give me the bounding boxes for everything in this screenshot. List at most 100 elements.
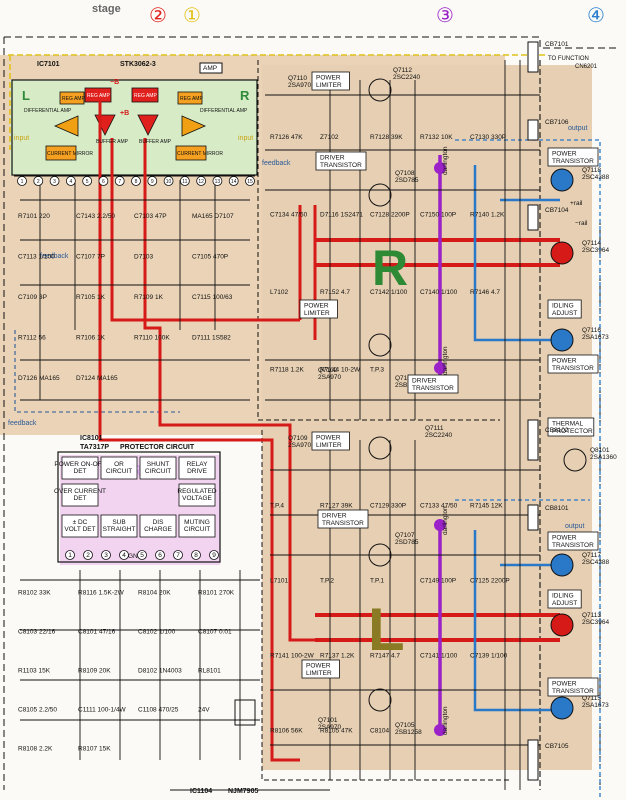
stage-badge-1: ② <box>149 3 167 27</box>
transistor-ref-q7112: Q7112 <box>393 67 412 74</box>
protector-cell <box>139 456 177 480</box>
q7111-symbol <box>368 436 392 460</box>
idling-adjust-box-line2: ADJUST <box>552 600 577 607</box>
component-label: C7133 47/50 <box>420 503 458 510</box>
q7108-darlington-dot <box>434 162 446 174</box>
driver-transistor-box-line2: TRANSISTOR <box>320 162 362 169</box>
component-label: C7105 470P <box>192 254 228 261</box>
idling-adjust-box-line1: IDLING <box>552 593 574 600</box>
component-label: D7126 MA165 <box>18 375 60 382</box>
power-transistor-box <box>547 677 599 697</box>
power-limiter-box <box>311 71 350 91</box>
ic7101-pin-13 <box>212 176 223 186</box>
protector-cell <box>61 456 99 480</box>
ic7101-pin-label: 5 <box>86 179 89 185</box>
power-limiter-box <box>311 431 350 451</box>
stage-badge-4: ④ <box>587 3 605 27</box>
right-current-mirror-box <box>175 145 207 161</box>
power-transistor-box <box>547 531 599 551</box>
component-label: R7146 4.7 <box>470 289 500 296</box>
power-limiter-box-line1: POWER <box>316 435 341 442</box>
protector-pin-5 <box>137 550 147 560</box>
protector-pin-4 <box>119 550 129 560</box>
schematic-wiring <box>20 60 540 790</box>
protector-pin-label: 1 <box>68 552 72 559</box>
protector-pin-label: 5 <box>140 552 144 559</box>
component-label: C7128 2200P <box>370 211 410 218</box>
ic7101-pin-8 <box>131 176 141 186</box>
transistor-ref-q7106: Q7106 <box>395 375 415 382</box>
darlington-label: darlington <box>442 506 449 535</box>
left-reg-amp-label: REG AMP <box>87 93 110 99</box>
feedback-label-bottom: feedback <box>8 420 37 427</box>
stage-badge-3: ③ <box>436 3 454 27</box>
component-label: C8103 22/16 <box>18 629 56 636</box>
component-label: C7109 3P <box>18 294 47 301</box>
minus-rail-label: −rail <box>575 220 588 227</box>
component-label: C7115 100/63 <box>192 294 233 301</box>
component-label: R7126 47K <box>270 134 303 141</box>
protector-title: PROTECTOR CIRCUIT <box>120 444 195 451</box>
ic7101-pin-label: 9 <box>151 179 154 185</box>
ic7101-pin-15 <box>245 176 255 186</box>
transistor-ref-q7114: Q7114 <box>582 240 601 247</box>
component-label: R7145 12K <box>470 503 503 510</box>
component-label: R7127 39K <box>320 503 353 510</box>
transistor-ref-q7113: Q7113 <box>582 612 601 619</box>
transistor-part-q7107: 2SD785 <box>395 539 419 546</box>
q7108-symbol <box>368 183 392 207</box>
ic7101-pin-9 <box>147 176 158 186</box>
regulator-ref: IC1104 <box>190 788 212 795</box>
power-transistor-box-line2: TRANSISTOR <box>552 542 594 549</box>
driver-transistor-box <box>315 151 367 171</box>
relay-rl8101 <box>234 699 256 726</box>
ic7101-pin-label: 2 <box>37 179 40 185</box>
red-signal-path-lower <box>143 138 315 642</box>
ic7101-ref: IC7101 <box>37 61 60 68</box>
transistor-ref-q7105: Q7105 <box>395 722 415 729</box>
component-label: R7105 1K <box>76 294 106 301</box>
transistor-ref-q7107: Q7107 <box>395 532 415 539</box>
power-transistor-box-line1: POWER <box>552 535 577 542</box>
left-diff-reg-label: REG AMP <box>62 96 85 102</box>
component-label: R7128 39K <box>370 134 403 141</box>
protector-part: TA7317P <box>80 444 109 451</box>
left-reg-amp-box <box>84 87 112 103</box>
darlington-label: darlington <box>442 146 449 175</box>
transistor-ref-q7102: Q7102 <box>318 367 338 374</box>
plus-b-label: +B <box>120 110 129 117</box>
right-buffer-amp-symbol <box>137 114 159 136</box>
component-label: C8102 1/100 <box>138 629 176 636</box>
transistor-symbols <box>368 78 587 736</box>
ic7101-pin-label: 12 <box>198 179 204 185</box>
protector-pin-label: 9 <box>212 552 216 559</box>
component-label: C7139 1/100 <box>470 653 508 660</box>
ic7101-pin-label: 4 <box>69 179 72 185</box>
input-label-left: input <box>14 135 29 142</box>
protector-pin-label: 3 <box>104 552 108 559</box>
driver-transistor-box-line1: DRIVER <box>322 513 347 520</box>
driver-transistor-box <box>317 509 369 529</box>
component-label: R7109 1K <box>134 294 164 301</box>
protector-pin-label: 8 <box>194 552 198 559</box>
component-label: R7137 1.2K <box>320 653 355 660</box>
component-label: R8107 15K <box>78 746 111 753</box>
transistor-ref-q7108: Q7108 <box>395 170 415 177</box>
component-label: R7110 100K <box>134 334 170 341</box>
component-label: RL8101 <box>198 668 221 675</box>
ic7101-pin-6 <box>98 176 109 186</box>
regulator-part: NJM7905 <box>228 788 258 795</box>
component-label: R7101 220 <box>18 213 50 220</box>
component-label: R7118 1.2K <box>270 366 305 373</box>
thermal-protector-box-line2: PROTECTOR <box>552 428 593 435</box>
protector-cell-text1: POWER ON-OFF <box>54 461 105 468</box>
minus-b-label: −B <box>110 79 119 86</box>
component-label: R8116 1.5K-2W <box>78 590 125 597</box>
transistor-ref-q7109: Q7109 <box>288 435 308 442</box>
protector-cell-text2: CIRCUIT <box>145 468 171 475</box>
component-label: T.P.3 <box>370 366 384 373</box>
protector-cell-text1: MUTING <box>184 519 210 526</box>
power-limiter-box-line2: LIMITER <box>316 82 342 89</box>
